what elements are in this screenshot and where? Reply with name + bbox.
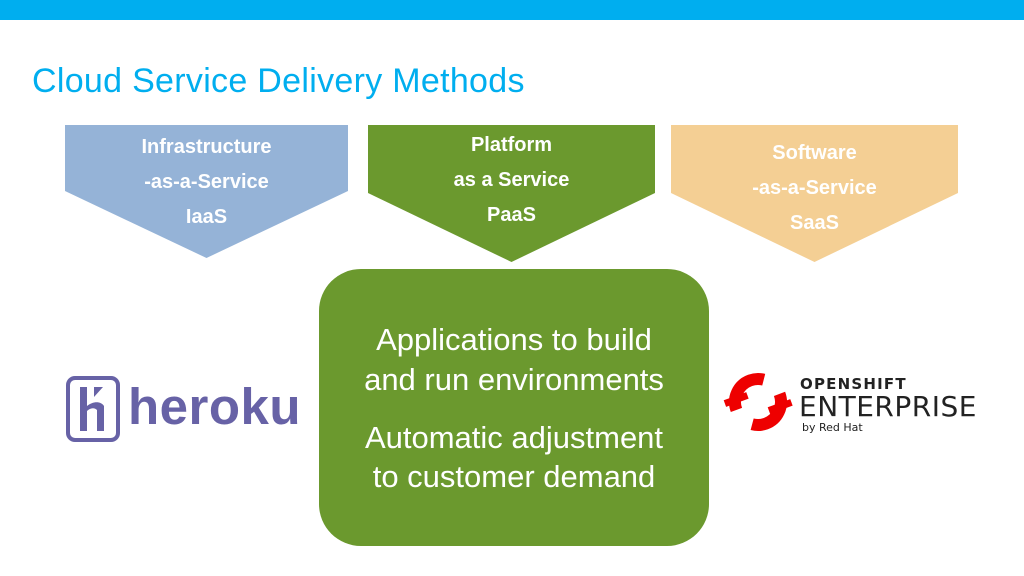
saas-label-line-1: Software xyxy=(772,142,857,164)
heroku-wordmark: heroku xyxy=(128,378,302,435)
iaas-label-line-1: Infrastructure xyxy=(141,136,272,158)
description-line-2: and run environments xyxy=(364,362,664,397)
paas-label-line-2: as a Service xyxy=(453,169,570,191)
saas-chevron-shape xyxy=(671,125,958,262)
openshift-wordmark: OPENSHIFT xyxy=(800,375,907,393)
description-line-1: Applications to build xyxy=(376,322,652,357)
slide-title: Cloud Service Delivery Methods xyxy=(32,62,525,100)
paas-description-box: Applications to build and run environmen… xyxy=(319,269,709,546)
openshift-logo: OPENSHIFT ENTERPRISE by Red Hat xyxy=(722,366,982,438)
paas-chevron: Platform as a Service PaaS xyxy=(368,125,655,262)
paas-chevron-shape xyxy=(368,125,655,262)
openshift-icon xyxy=(723,373,793,431)
paas-label-line-1: Platform xyxy=(470,134,553,156)
iaas-chevron: Infrastructure -as-a-Service IaaS xyxy=(65,125,348,258)
heroku-icon xyxy=(66,376,120,442)
description-line-3: Automatic adjustment xyxy=(364,420,664,455)
saas-label-line-3: SaaS xyxy=(790,212,839,234)
top-accent-bar xyxy=(0,0,1024,20)
saas-label-line-2: -as-a-Service xyxy=(752,177,877,199)
by-red-hat-text: by Red Hat xyxy=(802,421,863,434)
iaas-label-line-2: -as-a-Service xyxy=(144,171,269,193)
saas-chevron: Software -as-a-Service SaaS xyxy=(671,125,958,262)
enterprise-wordmark: ENTERPRISE xyxy=(799,390,977,423)
iaas-label-line-3: IaaS xyxy=(185,206,228,228)
heroku-logo: heroku xyxy=(66,376,301,442)
iaas-chevron-shape xyxy=(65,125,348,258)
description-line-4: to customer demand xyxy=(372,459,656,494)
paas-label-line-3: PaaS xyxy=(487,204,536,226)
